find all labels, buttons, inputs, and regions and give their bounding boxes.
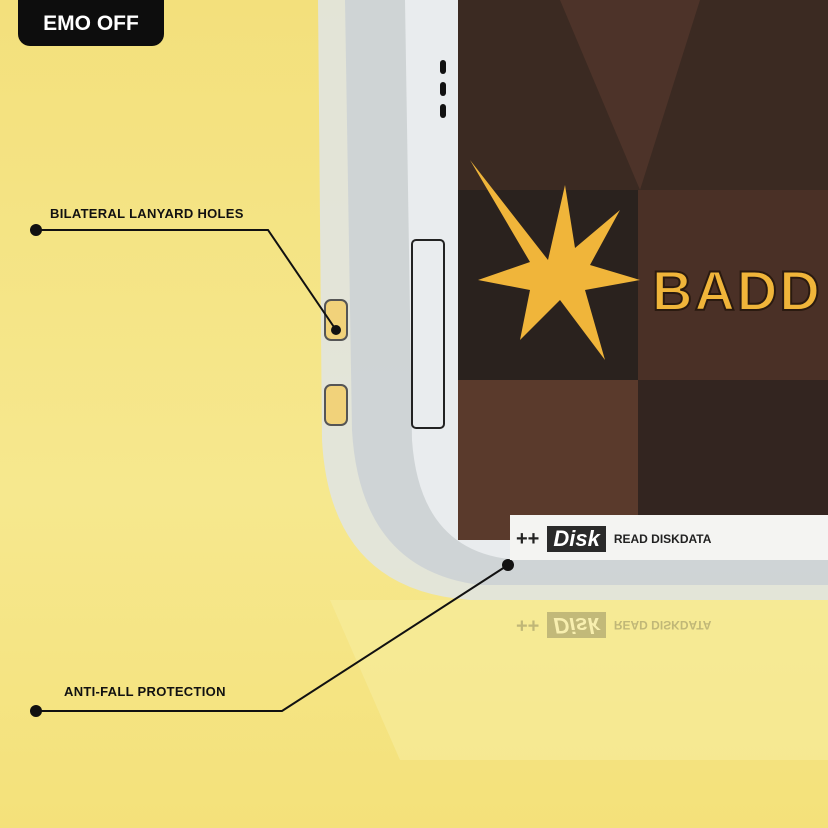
callout-lanyard-holes: BILATERAL LANYARD HOLES: [50, 206, 244, 221]
disk-logo-reflection: Disk: [547, 612, 606, 638]
checker-tile: [458, 380, 638, 540]
surface-reflection: [330, 600, 828, 760]
speaker-slot: [440, 60, 446, 74]
lanyard-hole: [324, 299, 348, 341]
callout-dot: [331, 325, 341, 335]
disk-strip: ++ Disk READ DISKDATA: [516, 522, 828, 556]
speaker-slot: [440, 104, 446, 118]
speaker-slot: [440, 82, 446, 96]
callout-dot: [502, 559, 514, 571]
callout-line: [36, 229, 337, 331]
side-button-outline: [411, 239, 445, 429]
plus-marks: ++: [516, 527, 540, 550]
callout-anti-fall: ANTI-FALL PROTECTION: [64, 684, 226, 699]
lanyard-hole: [324, 384, 348, 426]
strip-reflection: ++ Disk READ DISKDATA: [516, 612, 711, 638]
emo-off-badge: EMO OFF: [18, 0, 164, 46]
callout-dot: [30, 705, 42, 717]
badd-print-text: BADD: [651, 258, 822, 323]
star-burst-graphic: [470, 160, 640, 360]
plus-marks-reflection: ++: [516, 614, 540, 637]
read-diskdata-reflection: READ DISKDATA: [613, 618, 712, 632]
checker-tile: [638, 190, 828, 380]
read-diskdata-text: READ DISKDATA: [613, 532, 712, 546]
callout-line: [36, 564, 509, 712]
callout-dot: [30, 224, 42, 236]
checker-tile: [638, 380, 828, 540]
print-shape: [560, 0, 700, 190]
disk-logo: Disk: [547, 526, 606, 552]
